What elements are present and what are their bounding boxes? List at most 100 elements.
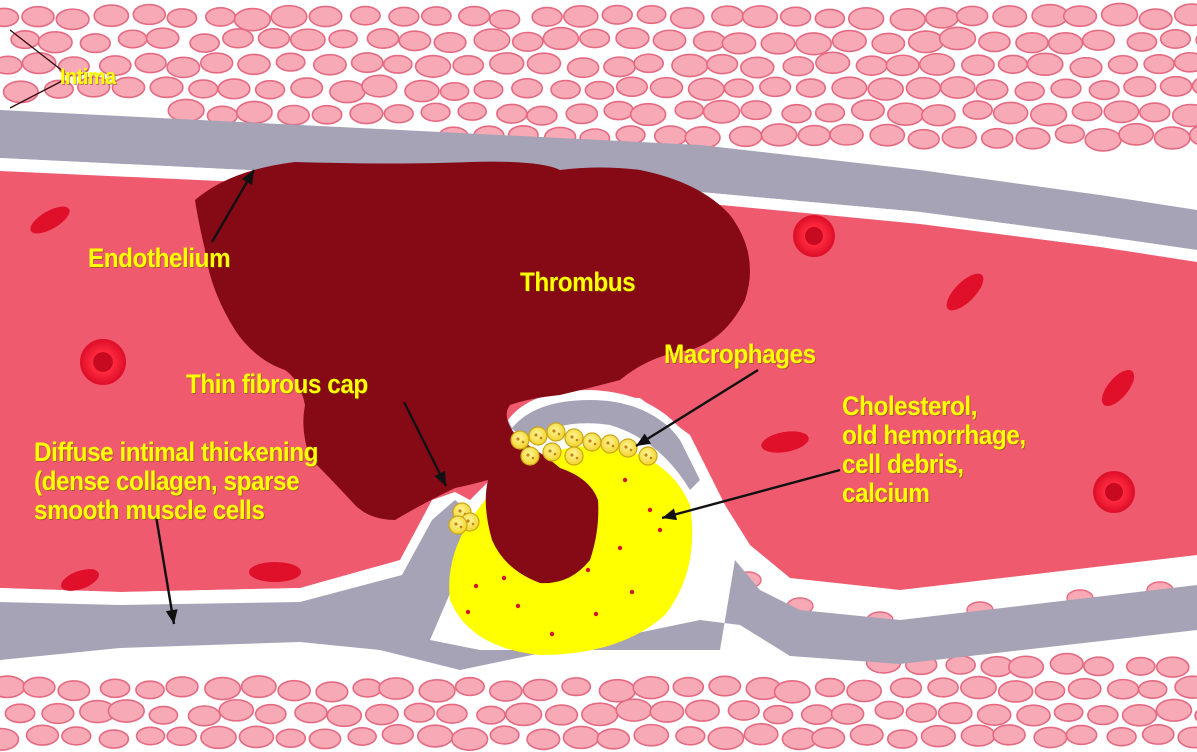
- tissue-cell: [712, 6, 744, 26]
- tissue-cell: [23, 677, 55, 697]
- tissue-cell: [633, 677, 668, 699]
- tissue-cell: [382, 725, 413, 744]
- tissue-cell: [167, 727, 196, 745]
- tissue-cell: [99, 730, 128, 748]
- tissue-cell: [1161, 30, 1191, 48]
- tissue-cell: [616, 28, 649, 48]
- tissue-cell: [405, 81, 439, 102]
- tissue-cell: [258, 29, 289, 48]
- tissue-cell: [278, 105, 309, 124]
- label-diffuse-intimal-thickening: Diffuse intimal thickening (dense collag…: [34, 438, 318, 525]
- tissue-cell: [256, 81, 285, 99]
- tissue-cell: [1175, 53, 1197, 72]
- tissue-cell: [1157, 657, 1189, 677]
- tissue-cell: [1066, 726, 1096, 745]
- tissue-cell: [961, 677, 996, 699]
- red-blood-cell-center: [805, 227, 823, 245]
- tissue-cell: [399, 31, 430, 50]
- label-macrophages: Macrophages: [664, 340, 816, 369]
- tissue-cell: [362, 75, 397, 97]
- tissue-cell: [366, 705, 398, 725]
- tissue-cell: [875, 702, 903, 719]
- tissue-cell: [389, 7, 419, 26]
- tissue-cell: [223, 29, 253, 48]
- tissue-cell: [168, 99, 204, 121]
- tissue-cell: [543, 28, 578, 50]
- tissue-cell: [421, 103, 450, 121]
- tissue-cell: [1143, 725, 1174, 744]
- tissue-cell: [459, 7, 490, 26]
- tissue-cell: [94, 5, 128, 26]
- tissue-cell: [1119, 124, 1153, 145]
- tissue-cell: [1084, 657, 1113, 675]
- tissue-cell: [617, 77, 648, 96]
- macrophage-cell: [529, 427, 547, 445]
- tissue-cell: [744, 724, 777, 745]
- tissue-cell: [580, 29, 609, 47]
- tissue-cell: [352, 53, 383, 72]
- tissue-cell: [775, 681, 810, 703]
- tissue-cell: [802, 705, 833, 724]
- macrophage-cell: [547, 423, 565, 441]
- tissue-cell: [497, 104, 527, 123]
- tissue-cell: [474, 81, 503, 99]
- tissue-cell: [147, 28, 179, 48]
- tissue-cell: [353, 679, 382, 697]
- tissue-cell: [167, 57, 200, 77]
- tissue-cell: [330, 81, 365, 103]
- tissue-cell: [474, 29, 509, 51]
- debris-dot: [618, 546, 622, 550]
- tissue-cell: [434, 33, 466, 53]
- tissue-cell: [671, 8, 704, 29]
- tissue-cell: [351, 7, 380, 25]
- tissue-cell: [1127, 658, 1155, 675]
- tissue-cell: [490, 10, 520, 29]
- tissue-cell: [686, 700, 719, 721]
- tissue-cell: [379, 678, 413, 699]
- tissue-cell: [452, 728, 488, 750]
- tissue-cell: [816, 679, 845, 697]
- tissue-cell: [523, 680, 557, 701]
- tissue-cell: [604, 102, 633, 120]
- tissue-cell: [599, 680, 635, 702]
- label-diffuse-line: Diffuse intimal thickening: [34, 438, 318, 467]
- tissue-cell: [634, 725, 668, 746]
- tissue-cell: [367, 29, 398, 48]
- tissue-cell: [812, 728, 845, 748]
- tissue-cell: [309, 6, 341, 26]
- tissue-cell: [1123, 705, 1157, 726]
- tissue-cell: [602, 6, 632, 24]
- label-thin-fibrous-cap: Thin fibrous cap: [186, 370, 368, 399]
- tissue-cell: [201, 727, 236, 749]
- tissue-cell: [218, 79, 250, 99]
- debris-dot: [594, 612, 598, 616]
- debris-dot: [516, 604, 520, 608]
- tissue-cell: [1155, 127, 1190, 149]
- tissue-cell: [276, 729, 305, 747]
- tissue-cell: [888, 730, 917, 748]
- macrophage-cell: [619, 439, 637, 457]
- tissue-cell: [490, 53, 524, 74]
- tissue-cell: [100, 679, 129, 697]
- tissue-cell: [1015, 82, 1044, 100]
- tissue-cell: [760, 77, 791, 96]
- tissue-cell: [999, 681, 1033, 702]
- tissue-cell: [978, 705, 1011, 726]
- tissue-cell: [1064, 6, 1097, 26]
- tissue-cell: [532, 8, 562, 27]
- tissue-cell: [993, 6, 1026, 27]
- tissue-cell: [707, 55, 738, 74]
- tissue-cell: [816, 104, 845, 122]
- tissue-cell: [418, 725, 453, 747]
- debris-dot: [466, 610, 470, 614]
- tissue-cell: [1035, 682, 1064, 700]
- tissue-cell: [1102, 3, 1138, 25]
- tissue-cell: [741, 101, 771, 119]
- tissue-cell: [1104, 101, 1138, 122]
- macrophage-cell: [639, 447, 657, 465]
- tissue-cell: [1127, 33, 1156, 51]
- tissue-cell: [384, 56, 412, 74]
- tissue-cell: [329, 30, 357, 47]
- macrophage-cell: [449, 516, 467, 534]
- tissue-cell: [993, 725, 1025, 745]
